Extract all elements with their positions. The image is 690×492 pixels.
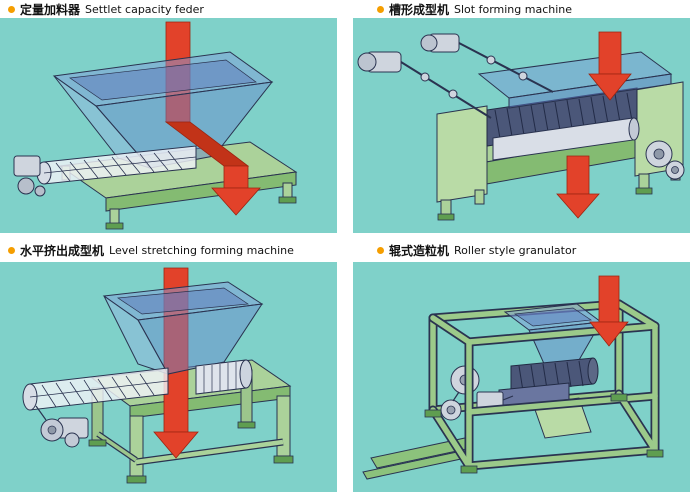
illustration-slot-forming-machine [357,31,685,221]
drive-motors [357,33,554,119]
illustration-roller-style-granulator [362,275,664,480]
panel-label-settlet-capacity-feeder: 定量加料器 Settlet capacity feder [8,2,204,17]
forming-roller [486,87,640,161]
bullet-icon [8,6,15,13]
hopper [102,281,264,375]
panel-label-slot-forming-machine: 槽形成型机 Slot forming machine [377,2,572,17]
die-head [195,359,253,395]
drive-motor [35,405,89,448]
panel-label-en: Slot forming machine [454,3,573,16]
bullet-icon [377,6,384,13]
panel-label-zh: 定量加料器 [20,3,81,17]
gear-train [645,140,685,180]
red-arrow-lower [164,121,261,216]
bullet-icon [377,247,384,254]
red-arrow-bottom [556,155,600,219]
panel-label-level-stretching-forming-machine: 水平挤出成型机 Level stretching forming machine [8,243,294,258]
panel-label-en: Roller style granulator [454,244,577,257]
panel-label-zh: 水平挤出成型机 [20,244,105,258]
screw-conveyor [13,145,197,197]
panel-label-zh: 辊式造粒机 [389,244,450,258]
illustration-settlet-capacity-feeder [13,21,298,230]
illustration-level-stretching-forming-machine [22,267,294,484]
panel-roller-style-granulator [353,262,690,492]
red-arrow [589,275,629,347]
panel-label-en: Settlet capacity feder [85,3,204,16]
panel-label-zh: 槽形成型机 [389,3,450,17]
frame-feet [424,393,664,474]
red-arrow-top [588,31,632,101]
feed-plate [477,51,673,109]
panel-settlet-capacity-feeder [0,18,337,233]
bullet-icon [8,247,15,254]
panel-label-roller-style-granulator: 辊式造粒机 Roller style granulator [377,243,576,258]
panel-label-en: Level stretching forming machine [109,244,294,257]
panel-level-stretching-forming-machine [0,262,337,492]
panel-slot-forming-machine [353,18,690,233]
extruder-barrel [22,367,169,411]
